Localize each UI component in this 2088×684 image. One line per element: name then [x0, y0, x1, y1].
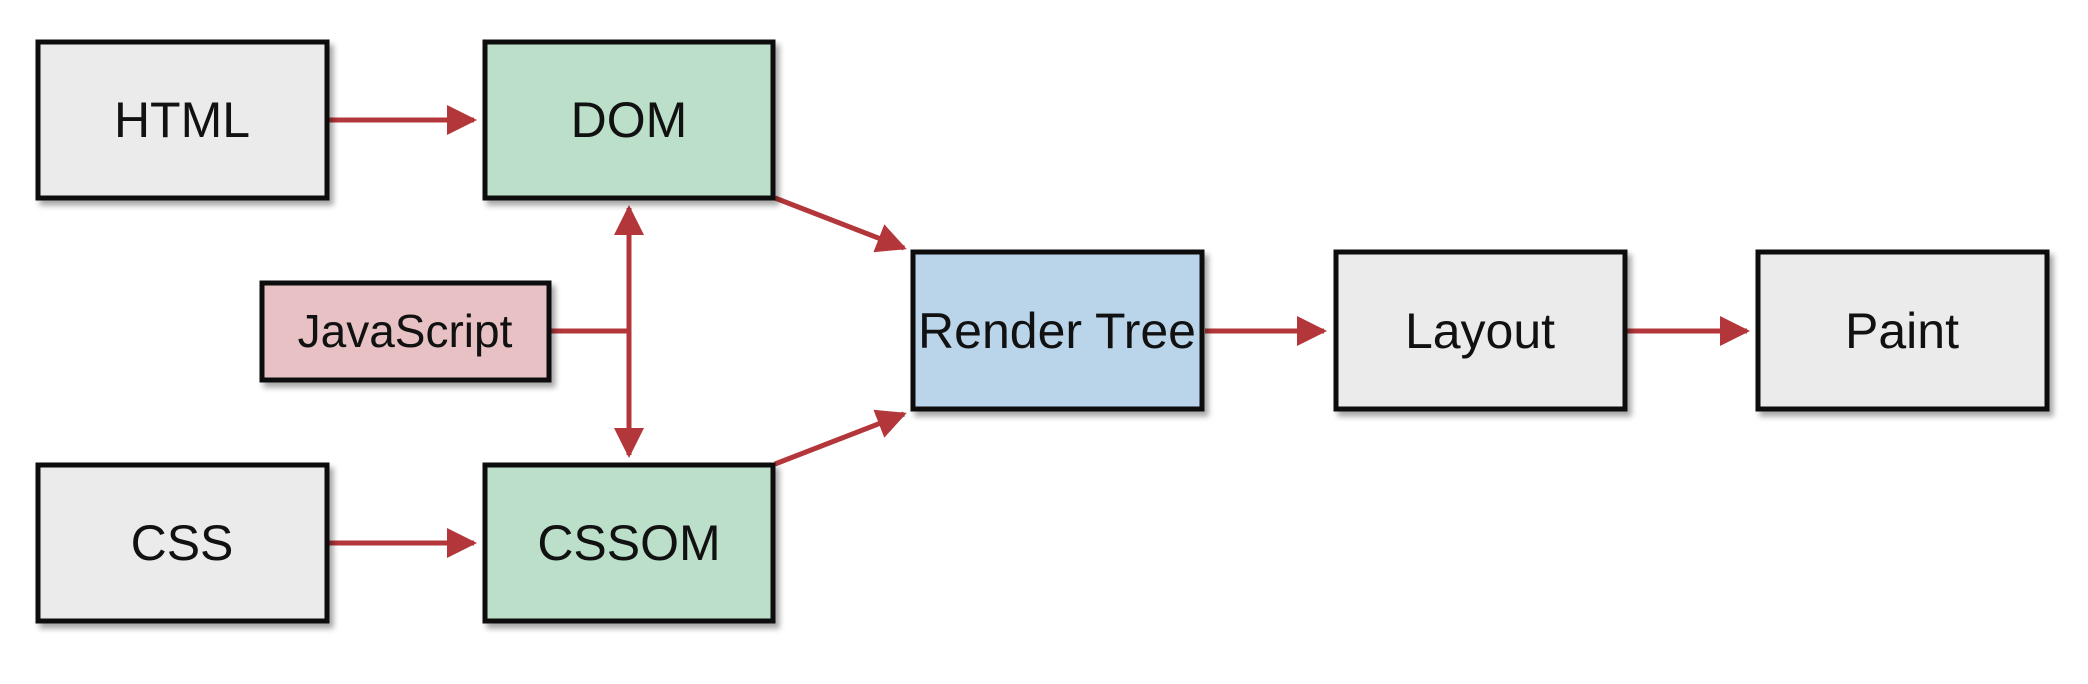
node-layout-label: Layout	[1405, 303, 1555, 359]
node-paint-label: Paint	[1845, 303, 1959, 359]
node-paint: Paint	[1755, 249, 2050, 412]
node-layer: HTML DOM JavaScript CSS CSSOM Render Tre	[35, 39, 2050, 624]
node-html-label: HTML	[114, 92, 250, 148]
edge-dom-to-render-tree	[774, 195, 907, 253]
node-css-label: CSS	[131, 515, 234, 571]
node-render-tree: Render Tree	[910, 249, 1205, 412]
node-dom-box	[482, 39, 776, 201]
node-css: CSS	[35, 462, 330, 624]
node-javascript: JavaScript	[259, 280, 552, 383]
node-cssom: CSSOM	[482, 462, 776, 624]
node-render-tree-box	[910, 249, 1205, 412]
node-html: HTML	[35, 39, 330, 201]
node-layout: Layout	[1333, 249, 1628, 412]
node-paint-box	[1755, 249, 2050, 412]
node-dom: DOM	[482, 39, 776, 201]
node-javascript-label: JavaScript	[298, 305, 513, 357]
node-javascript-box	[259, 280, 552, 383]
node-cssom-label: CSSOM	[537, 515, 720, 571]
node-cssom-box	[482, 462, 776, 624]
node-render-tree-label: Render Tree	[918, 303, 1196, 359]
node-html-box	[35, 39, 330, 201]
node-css-box	[35, 462, 330, 624]
edge-layer	[328, 105, 1750, 558]
edge-cssom-to-render-tree	[774, 409, 907, 467]
node-dom-label: DOM	[571, 92, 688, 148]
node-layout-box	[1333, 249, 1628, 412]
